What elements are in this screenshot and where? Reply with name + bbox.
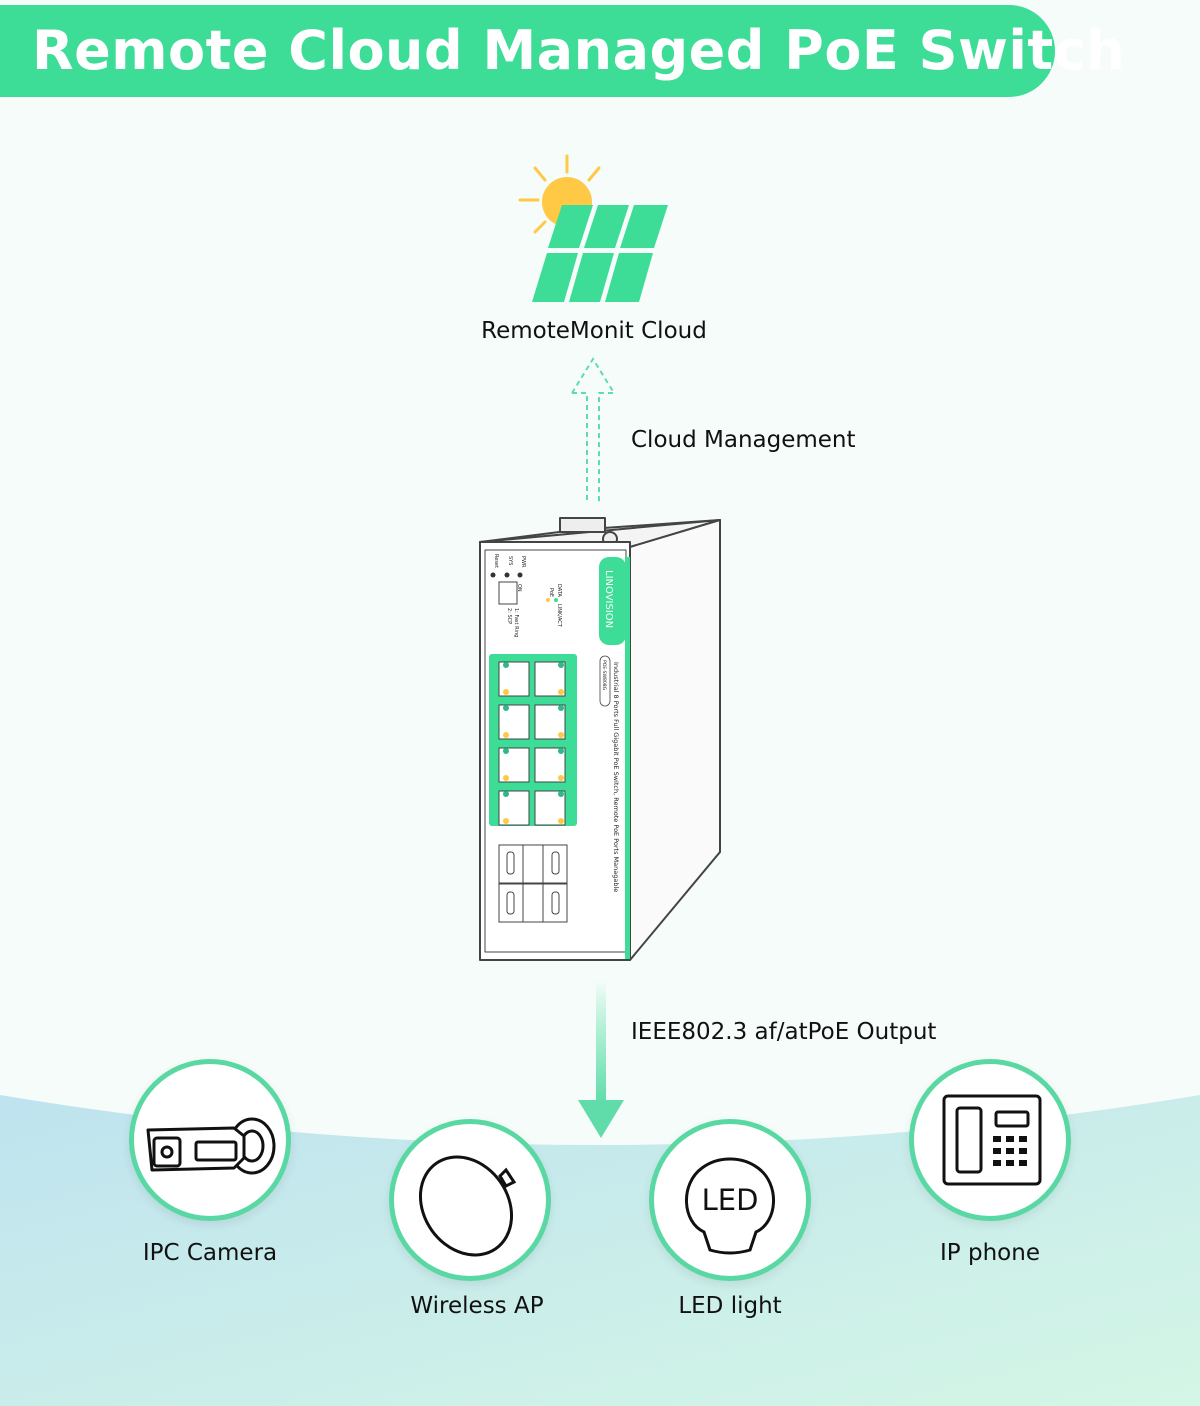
- ap-device-circle: [389, 1119, 551, 1281]
- poe-output-arrow: [578, 980, 624, 1138]
- led-label-pwr: PWR: [520, 556, 526, 568]
- dip-on-label: ON: [516, 584, 522, 592]
- solar-panel-sun-icon: [518, 154, 668, 302]
- title-banner: Remote Cloud Managed PoE Switch: [0, 5, 1125, 97]
- poe-switch-device: LINOVISION Industrial 8 Ports Full Gigab…: [479, 517, 721, 961]
- device-label-led-light: LED light: [678, 1293, 782, 1319]
- led-bulb-icon: LED: [685, 1157, 775, 1255]
- page-title: Remote Cloud Managed PoE Switch: [32, 19, 1126, 82]
- switch-model: POE-SW808G: [601, 660, 607, 691]
- wireless-ap-icon: [418, 1155, 517, 1257]
- switch-description: Industrial 8 Ports Full Gigabit PoE Swit…: [612, 662, 620, 892]
- device-label-wireless-ap: Wireless AP: [410, 1293, 544, 1319]
- cloud-label: RemoteMonit Cloud: [481, 318, 707, 344]
- camera-device-circle: [129, 1059, 291, 1221]
- dip-label-fast-ring: 1: Fast Ring: [513, 608, 519, 637]
- legend-data-label: DATA: [556, 584, 562, 597]
- device-label-ipc-camera: IPC Camera: [142, 1240, 278, 1266]
- cloud-management-arrow: [571, 357, 616, 503]
- phone-device-circle: [909, 1059, 1071, 1221]
- led-icon-text: LED: [702, 1183, 759, 1217]
- legend-linkact-label: LINK/ACT: [556, 604, 562, 628]
- device-label-ip-phone: IP phone: [940, 1240, 1040, 1266]
- switch-brand: LINOVISION: [603, 570, 614, 628]
- poe-output-label: IEEE802.3 af/atPoE Output: [631, 1019, 937, 1045]
- legend-poe-label: PoE: [548, 588, 554, 597]
- led-label-reset: Reset: [493, 554, 499, 568]
- camera-icon: [146, 1117, 276, 1175]
- ip-phone-icon: [942, 1094, 1042, 1186]
- cloud-management-label: Cloud Management: [631, 427, 856, 453]
- led-label-sys: SYS: [507, 556, 513, 565]
- dip-label-scp: 2: SCP: [506, 608, 512, 624]
- led-device-circle: LED: [649, 1119, 811, 1281]
